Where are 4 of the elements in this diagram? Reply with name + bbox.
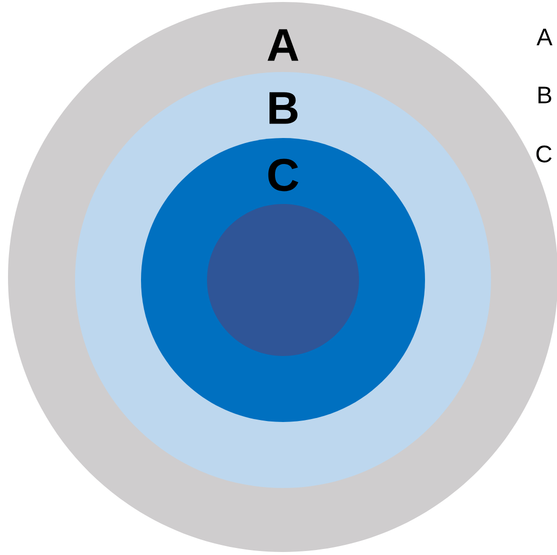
side-label: C bbox=[536, 146, 552, 162]
side-label: B bbox=[538, 86, 552, 104]
side-label: A bbox=[536, 28, 552, 46]
ring-circle bbox=[207, 204, 359, 356]
